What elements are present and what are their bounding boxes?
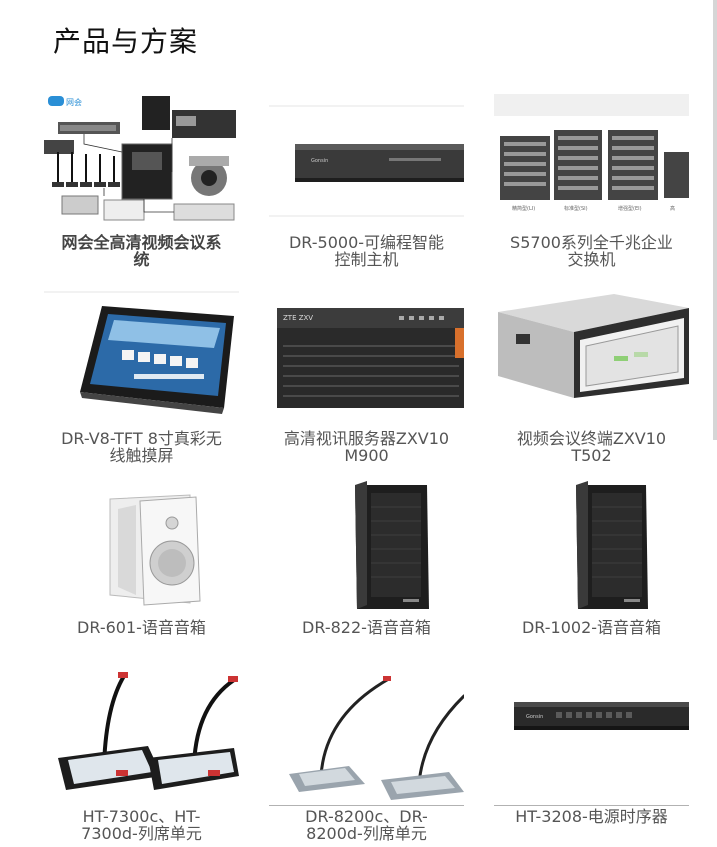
svg-text:增强型(EI): 增强型(EI) bbox=[618, 205, 642, 212]
svg-text:ZTE ZXV: ZTE ZXV bbox=[283, 314, 313, 322]
product-caption[interactable]: DR-822-语音音箱 bbox=[302, 618, 431, 637]
svg-text:Gonsin: Gonsin bbox=[311, 158, 328, 164]
svg-text:标准型(SI): 标准型(SI) bbox=[564, 205, 588, 212]
product-caption[interactable]: 网会全高清视频会议系统 bbox=[61, 233, 222, 269]
product-card[interactable]: DR-1002-语音音箱 bbox=[494, 477, 689, 636]
product-image-black-speaker[interactable] bbox=[494, 477, 689, 617]
product-image-video-server[interactable]: ZTE ZXV bbox=[269, 288, 464, 428]
product-image-gooseneck-mics[interactable] bbox=[269, 666, 464, 806]
product-card[interactable]: Gonsin HT-3208-电源时序器 bbox=[494, 666, 689, 825]
product-image-rack-controller[interactable]: Gonsin bbox=[269, 92, 464, 232]
product-image-white-speaker[interactable] bbox=[44, 477, 239, 617]
product-image-video-conference-system[interactable]: 网会 bbox=[44, 92, 239, 232]
product-caption[interactable]: DR-8200c、DR-8200d-列席单元 bbox=[305, 807, 428, 843]
product-caption[interactable]: DR-1002-语音音箱 bbox=[521, 618, 662, 637]
product-card[interactable]: HT-7300c、HT-7300d-列席单元 bbox=[44, 666, 239, 842]
product-image-black-speaker[interactable] bbox=[269, 477, 464, 617]
product-caption[interactable]: S5700系列全千兆企业交换机 bbox=[510, 233, 673, 269]
product-caption[interactable]: DR-601-语音音箱 bbox=[77, 618, 206, 637]
product-caption[interactable]: DR-V8-TFT 8寸真彩无线触摸屏 bbox=[61, 429, 222, 465]
product-image-conference-mics-pair[interactable] bbox=[44, 666, 239, 806]
scrollbar[interactable] bbox=[713, 0, 717, 440]
product-image-touch-panel[interactable] bbox=[44, 288, 239, 428]
product-image-network-switches[interactable]: 精简型(LI) 标准型(SI) 增强型(EI) 高 bbox=[494, 92, 689, 232]
product-card[interactable]: 网会 bbox=[44, 92, 239, 268]
product-caption[interactable]: DR-5000-可编程智能控制主机 bbox=[288, 233, 445, 269]
product-card[interactable]: DR-822-语音音箱 bbox=[269, 477, 464, 636]
product-card[interactable]: Gonsin DR-5000-可编程智能控制主机 bbox=[269, 92, 464, 268]
svg-text:网会: 网会 bbox=[66, 97, 82, 107]
svg-text:Gonsin: Gonsin bbox=[526, 714, 543, 720]
product-caption[interactable]: HT-3208-电源时序器 bbox=[515, 807, 668, 826]
product-card[interactable]: DR-V8-TFT 8寸真彩无线触摸屏 bbox=[44, 288, 239, 464]
product-card[interactable]: 精简型(LI) 标准型(SI) 增强型(EI) 高 S5700系列全千兆企业交换机 bbox=[494, 92, 689, 268]
svg-text:高: 高 bbox=[670, 205, 675, 212]
page-title: 产品与方案 bbox=[53, 25, 199, 58]
product-card[interactable]: DR-601-语音音箱 bbox=[44, 477, 239, 636]
product-image-video-terminal[interactable] bbox=[494, 288, 689, 428]
product-caption[interactable]: HT-7300c、HT-7300d-列席单元 bbox=[81, 807, 202, 843]
svg-text:精简型(LI): 精简型(LI) bbox=[512, 205, 535, 212]
product-image-power-sequencer[interactable]: Gonsin bbox=[494, 666, 689, 806]
product-card[interactable]: DR-8200c、DR-8200d-列席单元 bbox=[269, 666, 464, 842]
